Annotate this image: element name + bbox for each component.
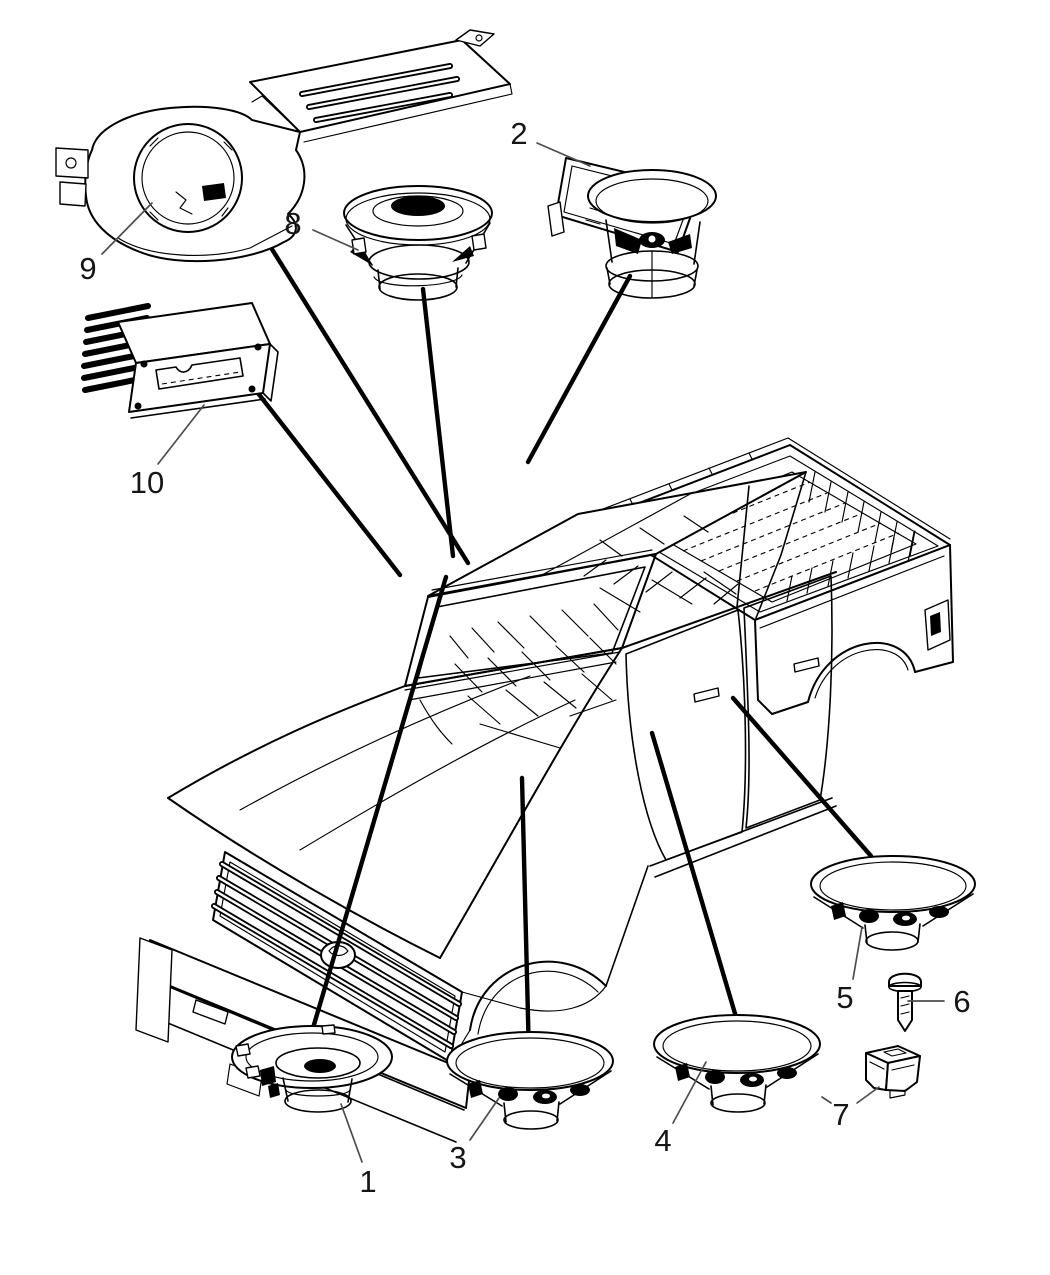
callout-9-leader	[101, 202, 153, 255]
part-4-location-line	[649, 730, 747, 1047]
bed-side-panel	[754, 544, 954, 715]
part-location-lines	[240, 203, 874, 1060]
callout-label-6: 6	[953, 984, 970, 1019]
callout-1-leader	[340, 1103, 363, 1163]
callout-label-4: 4	[654, 1123, 671, 1158]
part-9-location-line	[242, 203, 471, 566]
part-2-location-line	[525, 273, 633, 465]
amplifier-part-10	[81, 302, 279, 419]
speaker-part-8	[343, 185, 493, 301]
speaker-part-5	[810, 855, 976, 951]
callout-7-tick	[821, 1096, 832, 1104]
hood	[167, 647, 623, 959]
callout-label-2: 2	[510, 116, 527, 151]
part-3-location-line	[519, 775, 532, 1060]
callout-labels: 1 2 3 4 5 6 7 8 9 10	[79, 116, 970, 1199]
callout-leader-lines	[101, 142, 945, 1163]
front-door	[625, 609, 747, 861]
callout-4-leader	[672, 1061, 707, 1124]
rear-door-handle	[793, 657, 820, 673]
part-1-location-line	[310, 574, 449, 1031]
b-pillar	[736, 485, 750, 608]
callout-2-leader	[536, 142, 591, 167]
cab-interior-detail	[449, 515, 739, 749]
truck-body	[135, 437, 954, 1143]
clip-part-7	[865, 1045, 921, 1099]
front-wheel-arch	[451, 865, 649, 1061]
truck-bed	[589, 437, 954, 715]
callout-label-8: 8	[284, 206, 301, 241]
cowl-vents	[404, 651, 621, 701]
part-5-location-line	[730, 695, 874, 859]
speaker-part-4	[653, 1014, 821, 1113]
callout-10-leader	[157, 404, 205, 465]
beltline	[621, 571, 837, 649]
callout-label-7: 7	[832, 1097, 849, 1132]
callout-label-10: 10	[130, 465, 164, 500]
callout-label-5: 5	[836, 980, 853, 1015]
speaker-and-bracket-part-2	[547, 157, 717, 299]
callout-label-1: 1	[359, 1164, 376, 1199]
part-8-location-line	[420, 286, 456, 559]
speaker-enclosure-part-9	[55, 29, 513, 263]
part-10-location-line	[240, 371, 403, 578]
callout-8-leader	[312, 229, 359, 251]
rocker-panel	[649, 797, 837, 878]
callout-3-leader	[469, 1097, 500, 1141]
callout-label-3: 3	[449, 1140, 466, 1175]
c-pillar	[755, 471, 807, 619]
callout-7-leader	[856, 1086, 880, 1104]
bed-rear-wall-ribs	[808, 471, 915, 563]
speaker-part-1	[231, 1024, 393, 1113]
callout-5-leader	[852, 926, 863, 980]
callout-label-9: 9	[79, 251, 96, 286]
screw-part-6	[888, 972, 922, 1032]
front-door-handle	[693, 687, 720, 703]
speaker-part-3	[446, 1031, 614, 1130]
